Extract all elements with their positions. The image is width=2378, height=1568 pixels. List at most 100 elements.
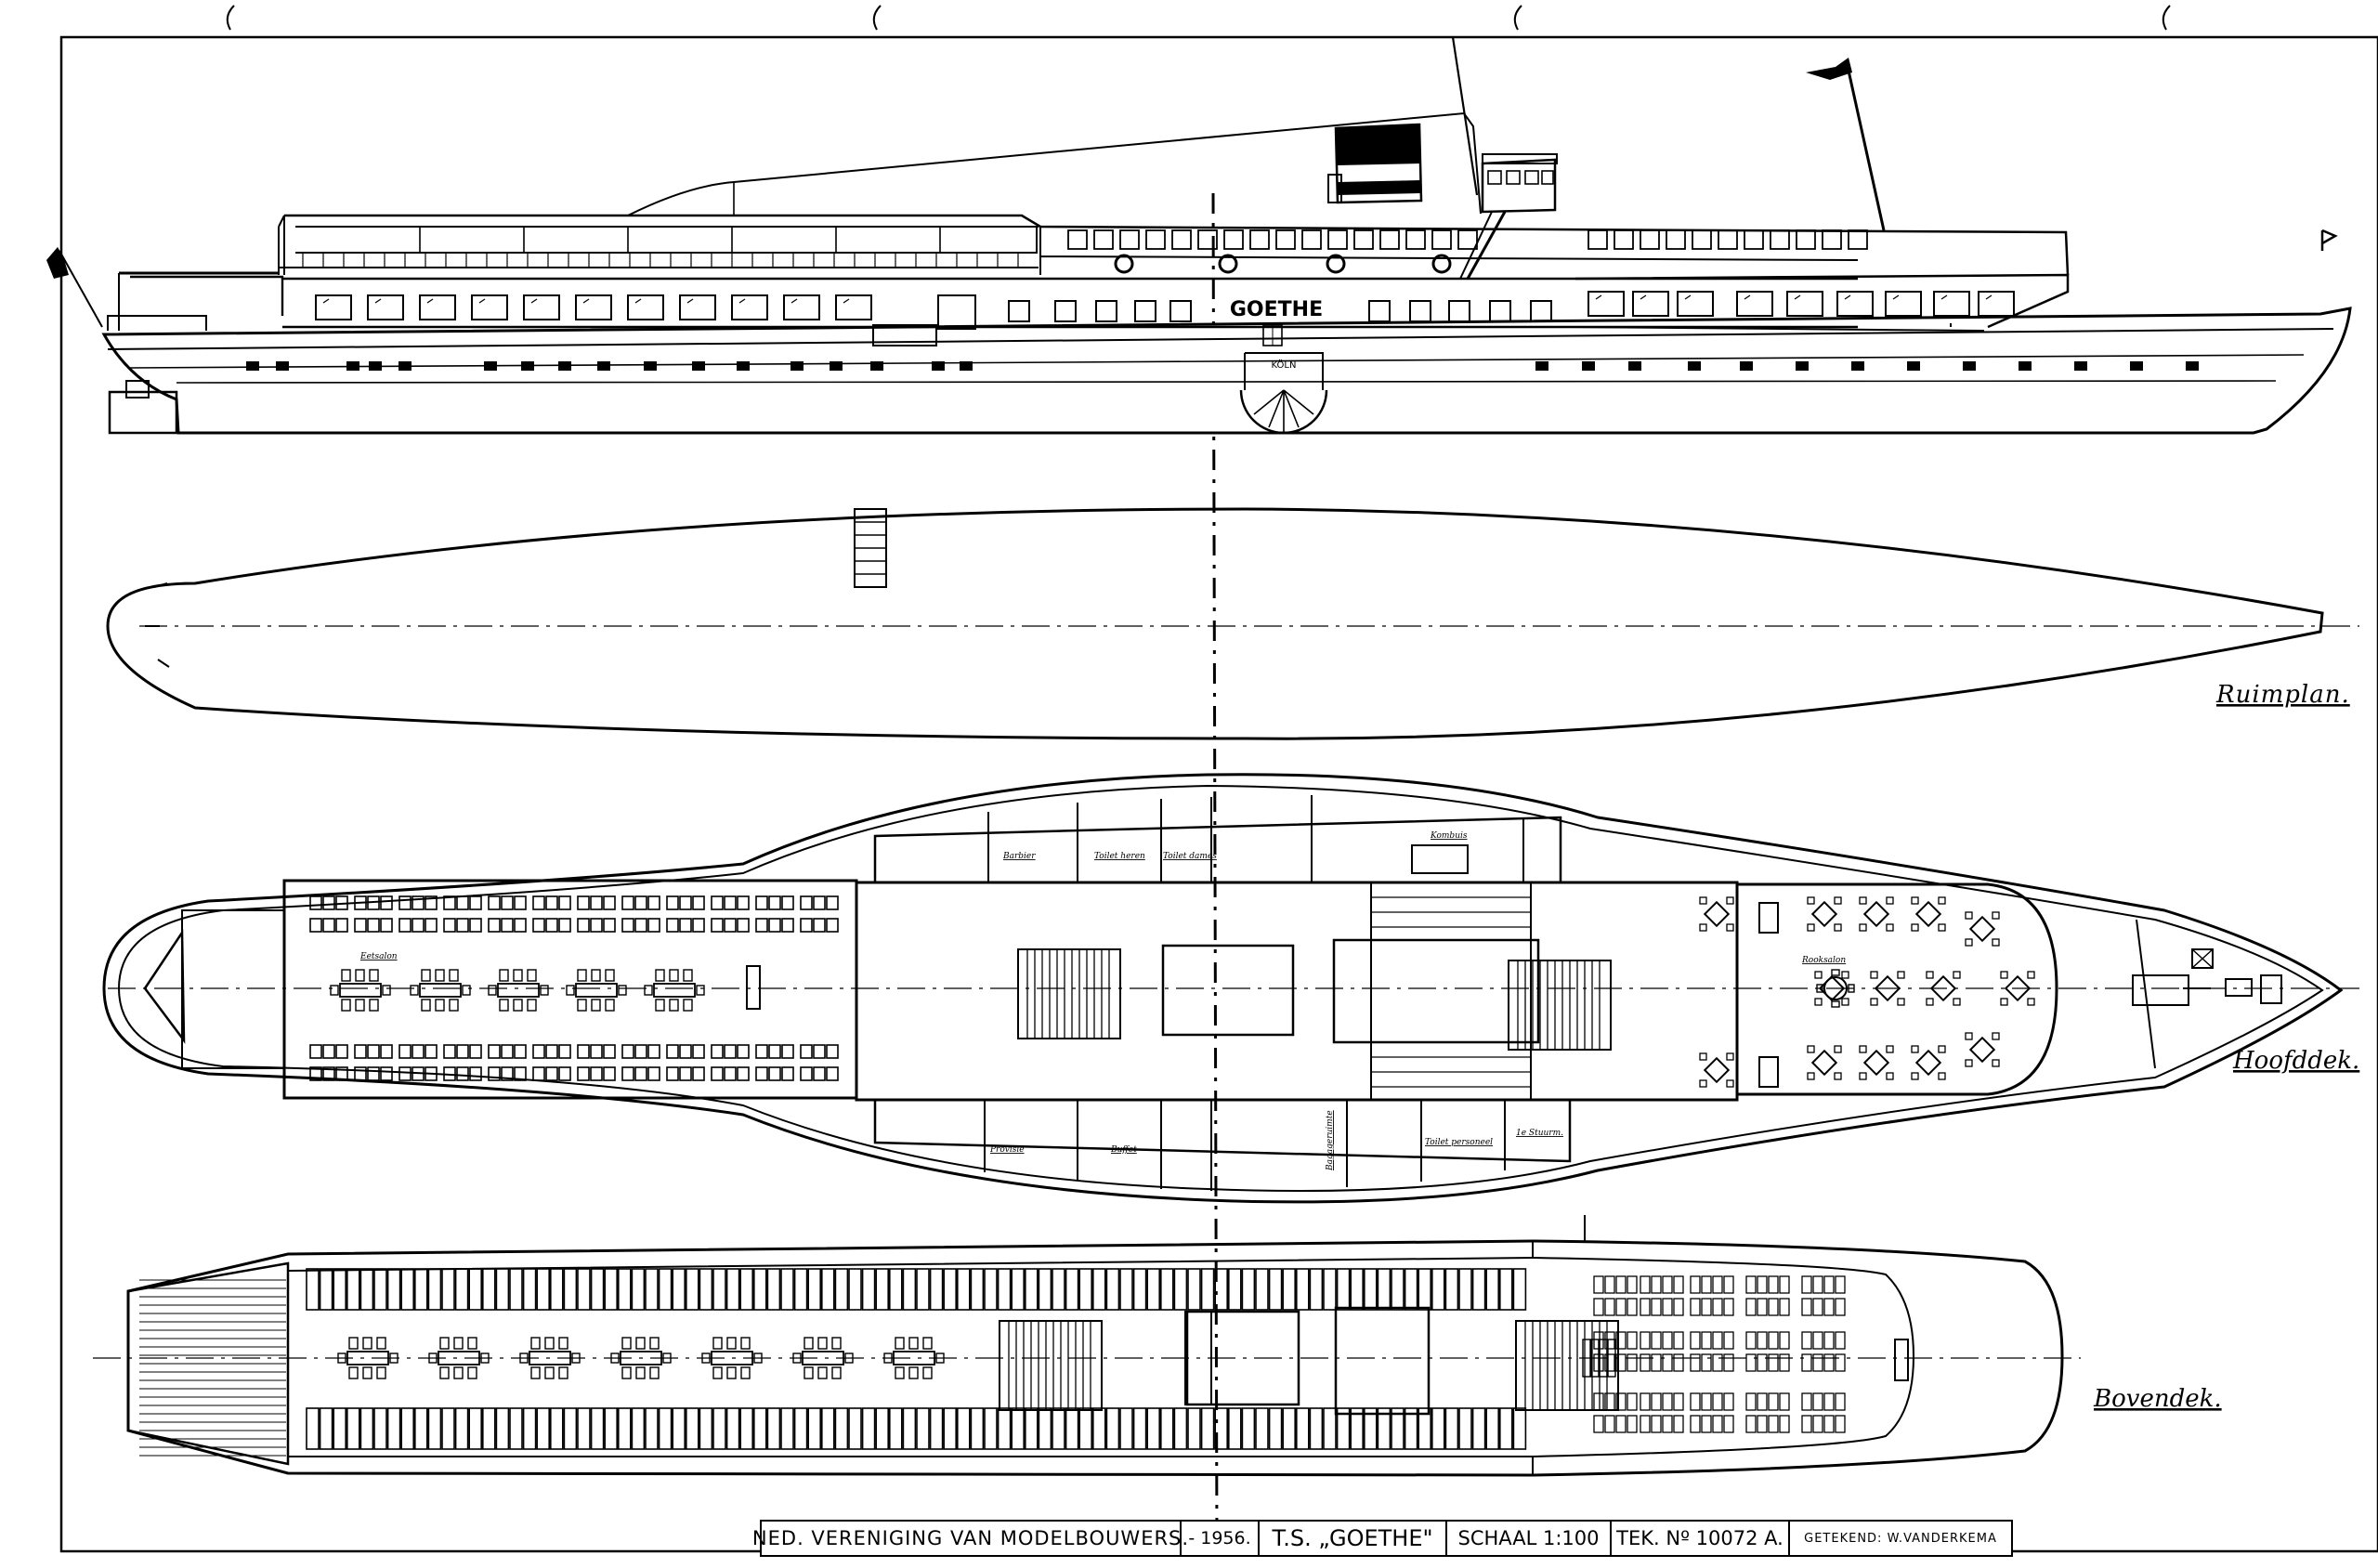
chair-icon [1823,1415,1835,1433]
window-icon [1119,229,1140,250]
chair-icon [724,1066,737,1081]
bench-icon [413,1268,428,1311]
window-icon [1134,300,1156,322]
chair-icon [603,895,616,910]
chair-icon [354,1044,367,1059]
chair-icon [590,1066,603,1081]
window-icon [1405,229,1426,250]
chair-icon [380,895,393,910]
chair-icon [621,895,634,910]
porthole-icon [276,361,289,371]
bench-icon [672,1407,686,1450]
chair-icon [1779,1392,1790,1411]
bench-icon [549,1268,564,1311]
bench-icon [333,1268,347,1311]
chair-icon [488,918,501,933]
bench-icon [1296,1407,1310,1450]
window-icon [1448,300,1470,322]
bench-icon [916,1407,930,1450]
window-icon [315,294,352,320]
bench-icon [306,1407,320,1450]
chair-icon [1757,1331,1768,1350]
deck-planks [139,1279,286,1457]
chair-icon [1604,1415,1615,1433]
chair-icon [1651,1353,1662,1372]
chair-icon [1651,1331,1662,1350]
chair-icon [545,1044,558,1059]
chair-icon [1812,1415,1823,1433]
bench-icon [752,1407,767,1450]
bench-icon [373,1268,387,1311]
svg-text:Barbier: Barbier [1002,852,1036,861]
chair-icon [1701,1353,1712,1372]
chair-icon [1745,1275,1757,1294]
porthole-icon [346,361,359,371]
bench-icon [1268,1407,1283,1450]
chair-icon [469,918,482,933]
chair-icon [469,1044,482,1059]
window-icon [1489,300,1511,322]
bench-icon [1499,1407,1513,1450]
chair-icon [558,1044,571,1059]
window-icon [1848,229,1868,250]
chair-icon [711,895,724,910]
chair-icon [1835,1298,1846,1316]
bovendek-label: Bovendek. [2093,1385,2222,1413]
chair-icon [1757,1415,1768,1433]
chair-icon [532,918,545,933]
bench-icon [1336,1268,1351,1311]
dining-table-icon [566,969,627,1012]
bench-icon [631,1407,646,1450]
chair-icon [322,895,335,910]
chair-icon [1593,1392,1604,1411]
chair-icon [322,918,335,933]
window-icon [1054,300,1077,322]
bench-icon [712,1407,726,1450]
chair-icon [603,1066,616,1081]
bench-icon [875,1407,890,1450]
chair-icon [826,1066,839,1081]
window-icon [1457,229,1478,250]
bench-icon [658,1268,673,1311]
bench-icon [820,1407,835,1450]
bench-icon [1052,1407,1065,1450]
bench-icon [888,1407,903,1450]
chair-icon [335,918,348,933]
chair-icon [1823,1353,1835,1372]
bench-icon [333,1407,347,1450]
porthole-icon [2130,361,2143,371]
window-icon [1093,229,1114,250]
bench-icon [604,1268,619,1311]
bench-icon [1485,1268,1499,1311]
bench-icon [929,1407,944,1450]
chair-icon [1593,1298,1604,1316]
svg-text:KÖLN: KÖLN [1272,359,1297,371]
bench-icon [346,1268,360,1311]
window-icon [1786,291,1823,317]
chair-icon [399,1044,412,1059]
chair-icon [724,895,737,910]
chair-icon [1812,1331,1823,1350]
bench-icon [1065,1407,1079,1450]
bench-icon [1200,1407,1215,1450]
window-icon [1632,291,1669,317]
window-icon [1588,229,1608,250]
chair-icon [800,1044,813,1059]
bench-icon [875,1268,890,1311]
chair-icon [425,1044,438,1059]
bench-icon [1309,1407,1324,1450]
title-scale: SCHAAL 1:100 [1447,1522,1612,1555]
bench-icon [1200,1268,1215,1311]
porthole-icon [521,361,534,371]
window-icon [1379,229,1400,250]
bench-icon [1132,1407,1147,1450]
bench-icon [807,1407,822,1450]
chair-icon [501,1044,514,1059]
bench-icon [1458,1407,1472,1450]
chair-icon [1593,1275,1604,1294]
bench-icon [943,1268,957,1311]
bench-icon [834,1407,849,1450]
chair-icon [425,918,438,933]
chair-icon [679,918,692,933]
